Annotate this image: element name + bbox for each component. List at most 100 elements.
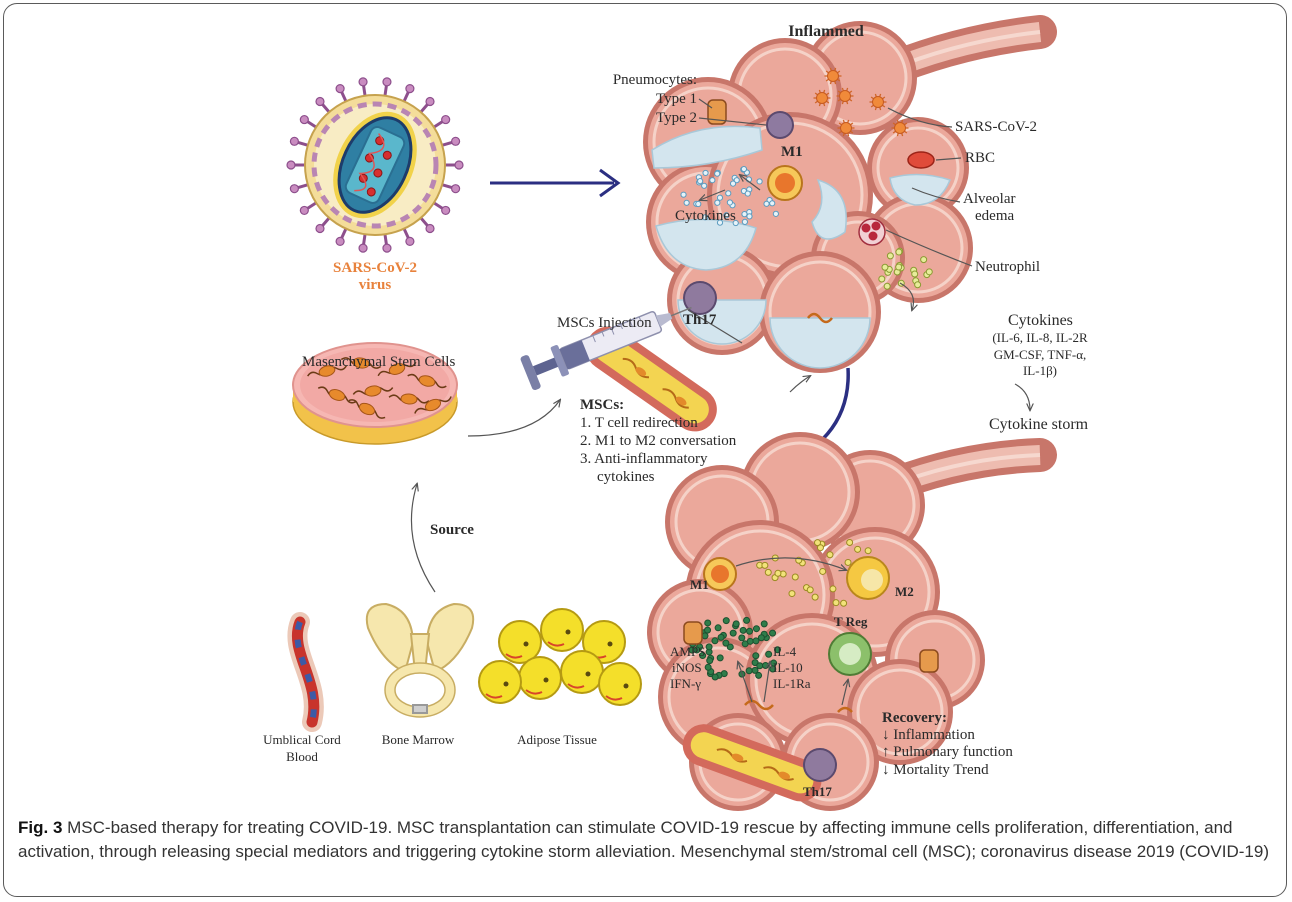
cytokine-dot	[741, 166, 746, 171]
msc-effect-item1: 1. T cell redirection	[580, 415, 698, 431]
virus-particle	[895, 123, 906, 134]
spike-head	[316, 98, 324, 106]
type1-label: Type 1	[656, 91, 697, 107]
inflamed-th17-label: Th17	[683, 312, 717, 328]
cytokine-dot	[884, 283, 890, 289]
cytokine-dot	[820, 568, 826, 574]
cytokine-dot	[814, 540, 820, 546]
umbilical-cord-illustration	[297, 622, 313, 722]
cytokine-dot	[764, 201, 769, 206]
cytokine-dot	[807, 587, 813, 593]
cytokine-dot	[684, 200, 689, 205]
cytokine-dot	[921, 257, 927, 263]
spike-head	[426, 98, 434, 106]
cytokine-dot	[789, 591, 795, 597]
bone-marrow-label: Bone Marrow	[382, 732, 455, 747]
msc-injection-label: MSCs Injection	[557, 315, 652, 331]
spike-head	[336, 85, 344, 93]
cytokine-storm-label: Cytokine storm	[989, 416, 1089, 433]
cytokine-dot	[841, 600, 847, 606]
cytokine-dot	[762, 562, 768, 568]
m1-macrophage-cell	[768, 166, 802, 200]
released-cytokines-line2: GM-CSF, TNF-α,	[994, 347, 1087, 362]
cytokine-dot	[812, 594, 818, 600]
cytokine-dot	[792, 574, 798, 580]
recovered-m2-label: M2	[895, 584, 914, 599]
cytokine-dot	[882, 264, 888, 270]
adipocyte-nucleus	[608, 642, 613, 647]
recovered-m1-label: M1	[690, 577, 709, 592]
type1-pneumocyte-cell	[684, 622, 702, 644]
spike-head	[426, 224, 434, 232]
cytokine-dot	[745, 191, 750, 196]
cytokine-dot	[765, 569, 771, 575]
mediator-il4: IL-4	[773, 644, 797, 659]
type1-pneumocyte-cell	[920, 650, 938, 672]
virus-particle	[873, 97, 884, 108]
source-arrow	[411, 484, 435, 592]
cytokine-dot	[715, 625, 721, 631]
cytokine-dot	[756, 672, 762, 678]
adipocyte-nucleus	[586, 672, 591, 677]
adipose-tissue-label: Adipose Tissue	[517, 732, 597, 747]
cytokine-dot	[739, 635, 745, 641]
spike-head	[442, 206, 450, 214]
cytokine-dot	[775, 570, 781, 576]
spike-head	[359, 78, 367, 86]
released-cytokines-title: Cytokines	[1008, 312, 1073, 329]
virus-label-line1: SARS-CoV-2	[333, 260, 417, 276]
cytokine-dot	[702, 183, 707, 188]
virus-particle	[840, 91, 851, 102]
spike-head	[316, 224, 324, 232]
neutrophil-label: Neutrophil	[975, 259, 1040, 275]
cytokine-dot	[896, 264, 902, 270]
cytokine-dot	[753, 626, 759, 632]
cytokine-dot	[747, 214, 752, 219]
cytokine-dot	[896, 249, 902, 255]
figure-caption-label: Fig. 3	[18, 818, 62, 837]
figure-caption-text: MSC-based therapy for treating COVID-19.…	[18, 818, 1269, 861]
cytokine-dot	[887, 253, 893, 259]
cytokine-dot	[681, 192, 686, 197]
mediator-ifn-gamma: IFN-γ	[670, 676, 701, 691]
cytokine-dot	[753, 653, 759, 659]
msc-effect-item2: 2. M1 to M2 conversation	[580, 433, 737, 449]
spike-head	[455, 161, 463, 169]
cytokine-dot	[855, 546, 861, 552]
cytokine-dot	[766, 651, 772, 657]
cytokine-dot	[705, 620, 711, 626]
recovery-line2: ↑ Pulmonary function	[882, 744, 1013, 760]
cytokine-dot	[730, 181, 735, 186]
spike-head	[290, 185, 298, 193]
figure-diagram: SARS-CoV-2 virus	[0, 0, 1292, 812]
cytokine-dot	[845, 559, 851, 565]
cytokine-dot	[710, 178, 715, 183]
cytokine-dot	[744, 617, 750, 623]
sars-cov2-particle-label: SARS-CoV-2	[955, 119, 1037, 135]
cytokine-dot	[696, 201, 701, 206]
spike-head	[406, 237, 414, 245]
cytokine-dot	[715, 200, 720, 205]
recovery-line1: ↓ Inflammation	[882, 727, 975, 743]
source-label: Source	[430, 522, 474, 538]
m1-macrophage-cell	[704, 558, 736, 590]
mediator-il1ra: IL-1Ra	[773, 676, 811, 691]
cytokine-dot	[707, 658, 713, 664]
mediator-amps: AMPS	[670, 644, 705, 659]
infection-arrow	[490, 170, 618, 196]
mediator-il10: IL-10	[773, 660, 803, 675]
dish-to-syringe-arrow	[468, 400, 560, 436]
bone-marrow-pelvis-illustration	[367, 604, 473, 717]
cytokine-dot	[726, 191, 731, 196]
cytokine-dot	[865, 548, 871, 554]
adipose-tissue-illustration	[479, 609, 641, 705]
spike-head	[300, 206, 308, 214]
cytokine-dot	[912, 271, 918, 277]
treg-cell	[829, 633, 871, 675]
type2-pneumocyte-cell	[767, 112, 793, 138]
spike-head	[290, 137, 298, 145]
cytokine-dot	[761, 621, 767, 627]
alveolar-edema-label-line2: edema	[975, 208, 1014, 224]
spike-head	[383, 78, 391, 86]
cytokine-dot	[706, 644, 712, 650]
